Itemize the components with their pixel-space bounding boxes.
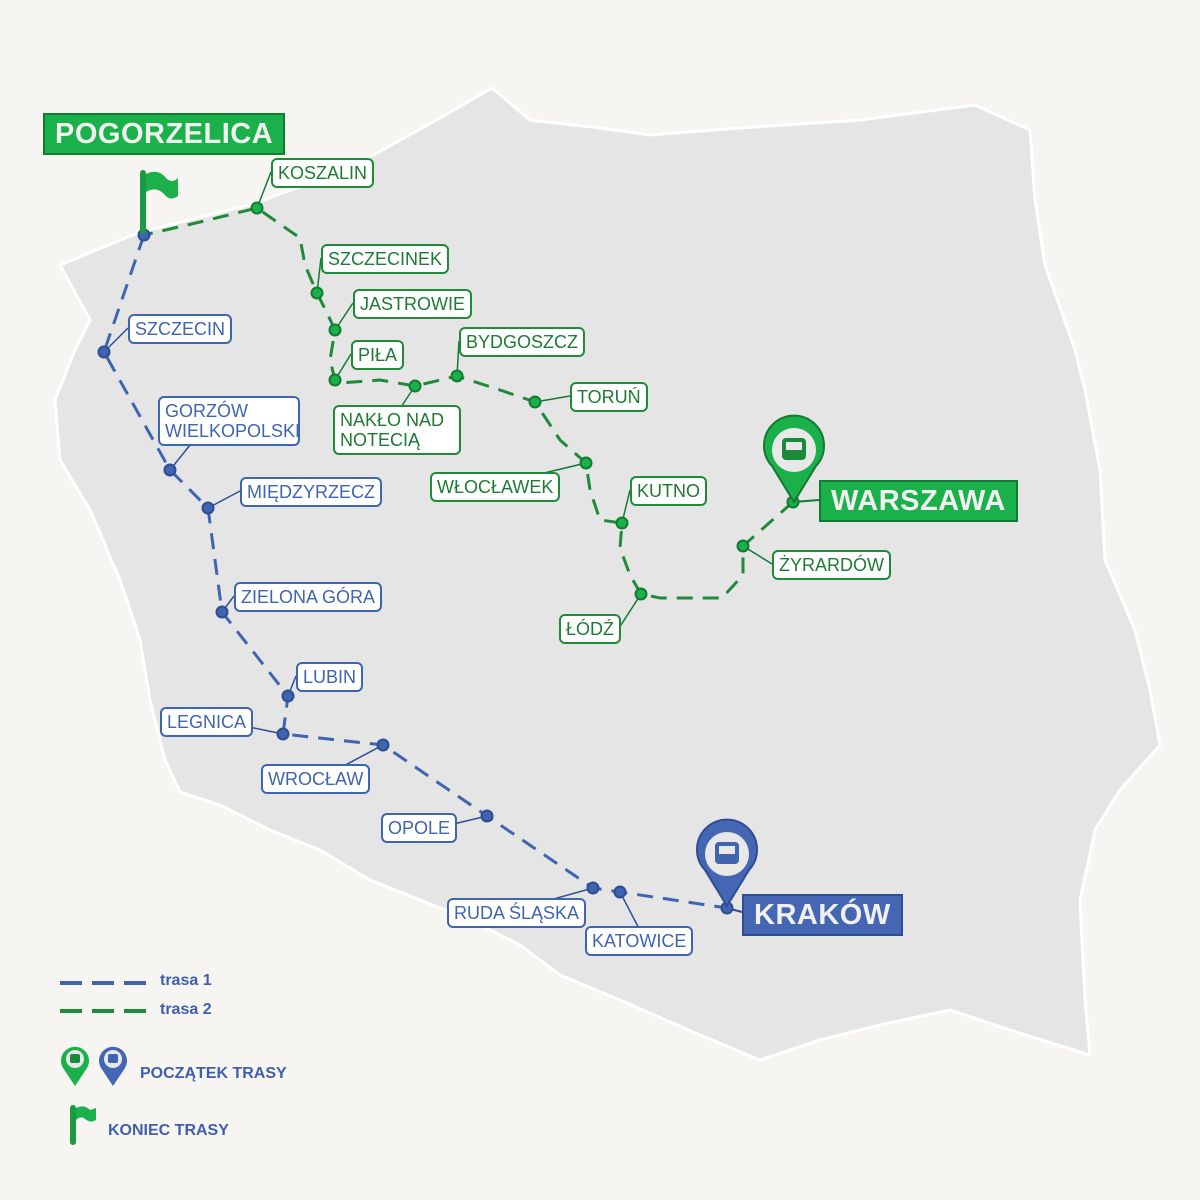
stop-label-piła: PIŁA xyxy=(351,340,405,370)
legend-start-label: POCZĄTEK TRASY xyxy=(140,1065,287,1082)
stop-node-nakło-nad-notecią xyxy=(408,379,422,393)
stop-label-kutno: KUTNO xyxy=(630,476,707,506)
stop-label-zielona-góra: ZIELONA GÓRA xyxy=(234,582,383,612)
stop-node-ruda-śląska xyxy=(586,881,600,895)
stop-node-zielona-góra xyxy=(215,605,229,619)
stop-node-piła xyxy=(328,373,342,387)
stop-label-toruń: TORUŃ xyxy=(570,382,648,412)
start-pin-bus-icon-blue xyxy=(696,818,758,908)
route-2-line xyxy=(143,206,794,600)
stop-label-nakło-nad-notecią: NAKŁO NAD NOTECIĄ xyxy=(333,405,461,455)
stop-node-toruń xyxy=(528,395,542,409)
stop-node-legnica xyxy=(276,727,290,741)
legend-route2-label: trasa 2 xyxy=(160,1001,212,1018)
stop-label-szczecinek: SZCZECINEK xyxy=(321,244,450,274)
stop-label-łódź: ŁÓDŹ xyxy=(559,614,622,644)
stop-label-włocławek: WŁOCŁAWEK xyxy=(430,472,561,502)
stop-label-wrocław: WROCŁAW xyxy=(261,764,371,794)
poland-outline xyxy=(53,86,1162,1062)
start-pin-bus-icon-green xyxy=(763,414,825,504)
stop-node-międzyrzecz xyxy=(201,501,215,515)
stop-node-kutno xyxy=(615,516,629,530)
endpoint-label-warszawa: WARSZAWA xyxy=(819,480,1018,522)
stop-label-lubin: LUBIN xyxy=(296,662,364,692)
stop-label-ruda-śląska: RUDA ŚLĄSKA xyxy=(447,898,587,928)
stop-label-jastrowie: JASTROWIE xyxy=(353,289,473,319)
stop-node-gorzów-wielkopolski xyxy=(163,463,177,477)
stop-node-koszalin xyxy=(250,201,264,215)
stop-label-żyrardów: ŻYRARDÓW xyxy=(772,550,891,580)
legend-blue-pin-icon xyxy=(99,1046,127,1086)
stop-label-opole: OPOLE xyxy=(381,813,458,843)
stop-node-opole xyxy=(480,809,494,823)
legend-green-pin-icon xyxy=(61,1046,89,1086)
stop-node-jastrowie xyxy=(328,323,342,337)
legend-end-label: KONIEC TRASY xyxy=(108,1122,229,1139)
legend-route1-label: trasa 1 xyxy=(160,972,212,989)
stop-node-lubin xyxy=(281,689,295,703)
stop-label-legnica: LEGNICA xyxy=(160,707,254,737)
endpoint-label-krakow: KRAKÓW xyxy=(742,894,903,936)
stop-label-koszalin: KOSZALIN xyxy=(271,158,375,188)
end-flag-icon xyxy=(140,170,178,234)
endpoint-label-pogorzelica: POGORZELICA xyxy=(43,113,286,155)
stop-node-żyrardów xyxy=(736,539,750,553)
stop-node-szczecinek xyxy=(310,286,324,300)
stop-node-katowice xyxy=(613,885,627,899)
stop-node-łódź xyxy=(634,587,648,601)
legend-flag-icon xyxy=(70,1105,96,1145)
stop-node-szczecin xyxy=(97,345,111,359)
stop-label-szczecin: SZCZECIN xyxy=(128,314,232,344)
stop-node-włocławek xyxy=(579,456,593,470)
stop-label-katowice: KATOWICE xyxy=(585,926,694,956)
stop-label-gorzów-wielkopolski: GORZÓW WIELKOPOLSKI xyxy=(158,396,300,446)
stop-node-wrocław xyxy=(376,738,390,752)
leader-line xyxy=(618,593,642,629)
stop-node-bydgoszcz xyxy=(450,369,464,383)
stop-label-bydgoszcz: BYDGOSZCZ xyxy=(459,327,586,357)
stop-label-międzyrzecz: MIĘDZYRZECZ xyxy=(240,477,382,507)
